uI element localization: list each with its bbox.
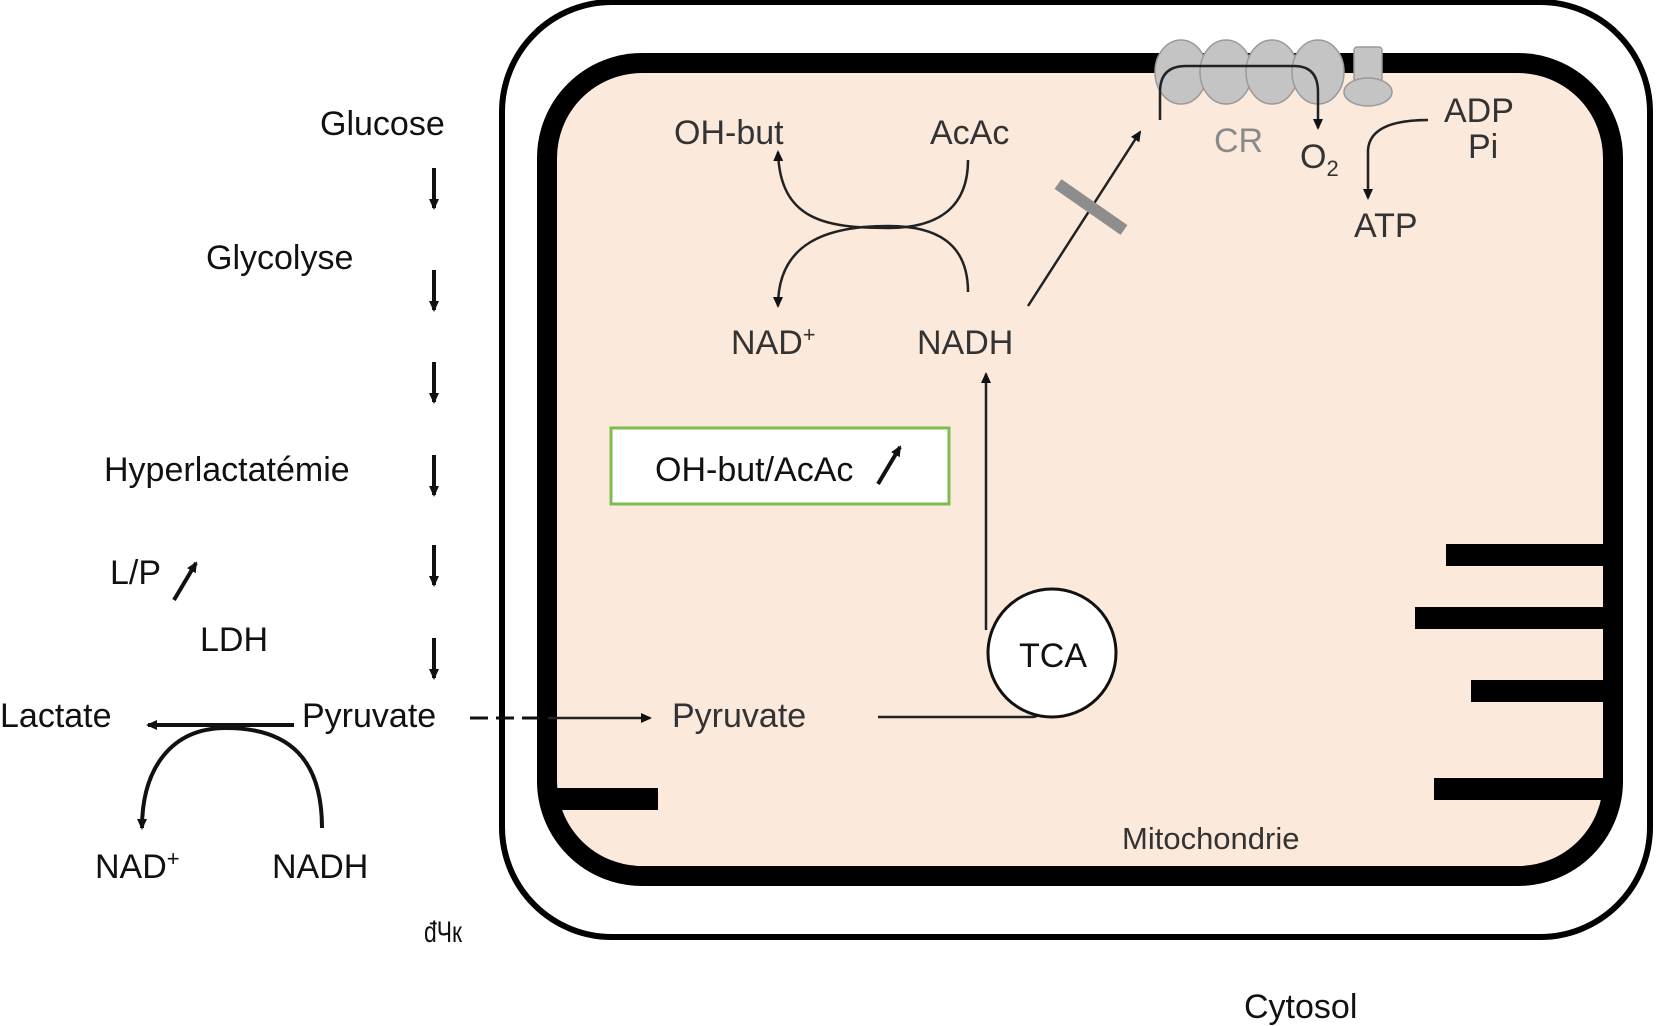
ketone-arc-upper (773, 150, 970, 230)
adp-label: ADP (1444, 92, 1514, 130)
lactate-label: Lactate (0, 697, 112, 735)
cr-label: CR (1214, 122, 1263, 160)
pi-label: Pi (1468, 128, 1498, 166)
oh-but-label: OH-but (674, 114, 784, 152)
electron-flow-arrow (1158, 64, 1323, 130)
ratio-box (609, 426, 951, 506)
mitochondrie-label: Mitochondrie (1122, 821, 1299, 856)
ketone-arc-lower (773, 224, 970, 308)
adp-to-atp-arrow (1363, 118, 1429, 200)
lp-increase-arrow (172, 561, 198, 602)
respiratory-chain-complexes (1154, 39, 1345, 105)
ldh-cofactor-arc (137, 725, 324, 830)
mitochondria-membrane (537, 53, 1623, 886)
tca-label: TCA (1019, 637, 1087, 675)
hyperlactatemie-label: Hyperlactatémie (104, 451, 350, 489)
pyruvate-mito-label: Pyruvate (672, 697, 806, 735)
nadh-mito-label: NADH (917, 324, 1013, 362)
ratio-box-label: OH-but/AcAc (655, 451, 853, 489)
inhibition-bar (1054, 179, 1128, 235)
tca-cycle (986, 587, 1118, 719)
glucose-label: Glucose (320, 105, 445, 143)
ratio-increase-arrow (876, 445, 902, 486)
nadh-to-chain-arrow (1026, 130, 1142, 307)
nadh-cytosol-label: NADH (272, 848, 368, 886)
atp-label: ATP (1354, 207, 1418, 245)
ldh-label: LDH (200, 621, 268, 659)
nad-cytosol-label: NAD+ (95, 846, 180, 886)
atp-synthase (1343, 46, 1393, 107)
acac-label: AcAc (930, 114, 1009, 152)
pyruvate-cytosol-label: Pyruvate (302, 697, 436, 735)
cytosol-label: Cytosol (1244, 988, 1357, 1026)
mark-label: đЧк (424, 916, 463, 949)
nad-mito-label: NAD+ (731, 322, 816, 362)
o2-label: O2 (1300, 138, 1339, 181)
glycolyse-label: Glycolyse (206, 239, 353, 277)
cristae (552, 544, 1609, 810)
lp-ratio-label: L/P (110, 554, 161, 592)
